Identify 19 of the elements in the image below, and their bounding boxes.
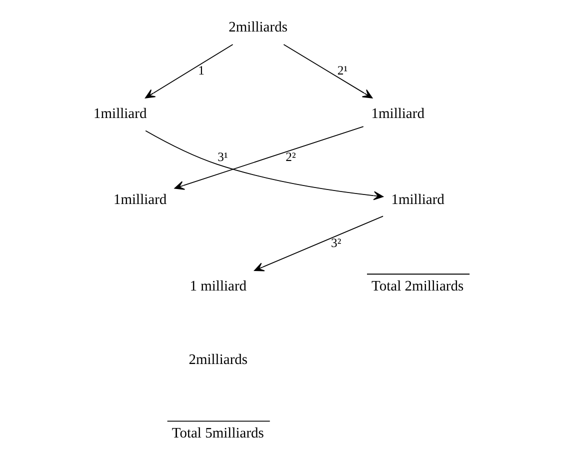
arrow xyxy=(254,216,383,272)
arrow xyxy=(144,130,383,200)
edge-label: 3¹ xyxy=(217,150,228,164)
node-text: 1milliard xyxy=(112,192,166,208)
node-text: 2milliards xyxy=(228,20,288,36)
edge-label: 2¹ xyxy=(336,64,348,78)
node-text: 1milliard xyxy=(93,106,146,122)
label: Total 2milliards xyxy=(371,278,464,294)
arrow xyxy=(174,126,364,190)
node-text: 1milliard xyxy=(390,192,444,208)
label: Total 5milliards xyxy=(171,425,264,442)
arrow xyxy=(282,44,372,98)
node-text: 1 milliard xyxy=(189,278,246,294)
edge-label: 3² xyxy=(330,236,341,250)
node-text: 1milliard xyxy=(370,106,424,122)
label: 2milliards xyxy=(188,352,248,368)
arrow xyxy=(144,44,233,98)
edge-label: 2² xyxy=(285,150,296,164)
edge-label: 1 xyxy=(198,64,204,78)
